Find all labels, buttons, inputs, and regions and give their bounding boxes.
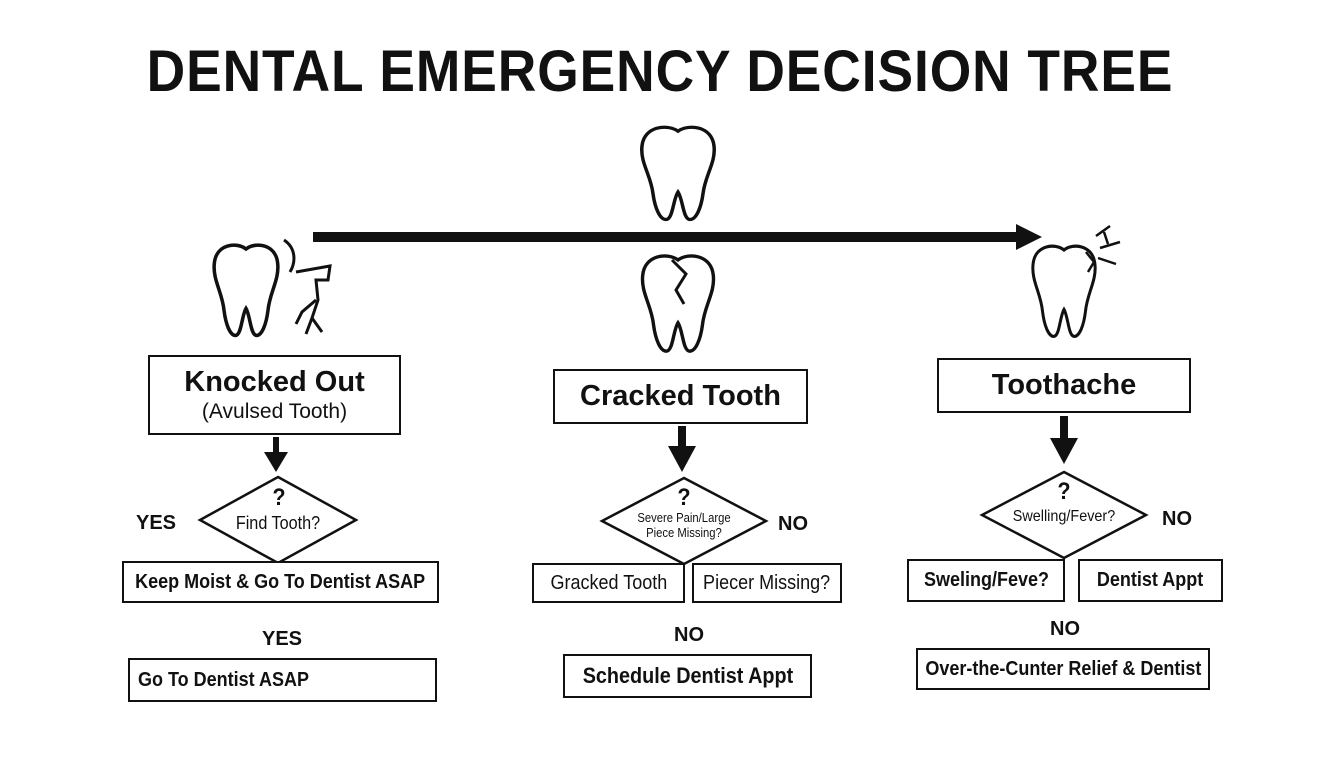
yes-label-knocked-out-1: YES	[136, 512, 177, 534]
no-label-cracked-2: NO	[674, 624, 704, 646]
knocked-out-box: Knocked Out (Avulsed Tooth)	[148, 355, 401, 435]
arrow-knocked-out	[264, 437, 288, 472]
knocked-out-subtitle: (Avulsed Tooth)	[201, 399, 348, 423]
no-label-toothache-2: NO	[1050, 618, 1080, 640]
sweling-feve-text: Sweling/Feve?	[923, 569, 1049, 591]
otc-relief-text: Over-the-Cunter Relief & Dentist	[924, 657, 1202, 680]
schedule-dentist-box: Schedule Dentist Appt	[563, 654, 812, 698]
severe-pain-question-line1: Severe Pain/Large	[637, 511, 731, 525]
arrow-cracked	[668, 426, 696, 472]
keep-moist-box: Keep Moist & Go To Dentist ASAP	[122, 561, 439, 603]
page-title: DENTAL EMERGENCY DECISION TREE	[146, 39, 1174, 104]
find-tooth-question: Find Tooth?	[235, 513, 321, 533]
cracked-tooth-box: Cracked Tooth	[553, 369, 808, 424]
go-to-dentist-text: Go To Dentist ASAP	[138, 668, 309, 691]
cracked-tooth-icon	[640, 254, 716, 353]
dentist-appt-text: Dentist Appt	[1097, 569, 1204, 591]
toothache-title: Toothache	[991, 368, 1137, 401]
schedule-dentist-text: Schedule Dentist Appt	[582, 663, 793, 689]
piecer-missing-text: Piecer Missing?	[703, 571, 831, 594]
sweling-feve-box: Sweling/Feve?	[907, 559, 1065, 602]
keep-moist-text: Keep Moist & Go To Dentist ASAP	[135, 570, 426, 593]
go-to-dentist-box: Go To Dentist ASAP	[128, 658, 437, 702]
painful-tooth-icon	[1031, 224, 1121, 338]
swelling-question-mark: ?	[1057, 478, 1071, 505]
knocked-out-title: Knocked Out	[184, 366, 365, 399]
gracked-tooth-box: Gracked Tooth	[532, 563, 685, 603]
severe-pain-question-line2: Piece Missing?	[646, 526, 722, 540]
main-arrow	[313, 224, 1042, 250]
knocked-out-tooth-icon	[212, 238, 332, 338]
swelling-question: Swelling/Fever?	[1012, 508, 1116, 525]
gracked-tooth-text: Gracked Tooth	[550, 571, 667, 594]
yes-label-knocked-out-2: YES	[262, 628, 303, 650]
cracked-tooth-title: Cracked Tooth	[580, 379, 781, 412]
severe-pain-question-mark: ?	[677, 484, 691, 511]
toothache-box: Toothache	[937, 358, 1191, 413]
piecer-missing-box: Piecer Missing?	[692, 563, 842, 603]
severe-pain-question: Severe Pain/Large Piece Missing?	[623, 511, 745, 541]
find-tooth-question-mark: ?	[272, 484, 286, 511]
no-label-toothache-1: NO	[1162, 508, 1192, 530]
decision-diamond-swelling	[979, 470, 1149, 560]
dentist-appt-box: Dentist Appt	[1078, 559, 1223, 602]
arrow-toothache	[1050, 416, 1078, 464]
otc-relief-box: Over-the-Cunter Relief & Dentist	[916, 648, 1210, 690]
tooth-icon	[640, 125, 716, 222]
no-label-cracked-1: NO	[778, 513, 808, 535]
